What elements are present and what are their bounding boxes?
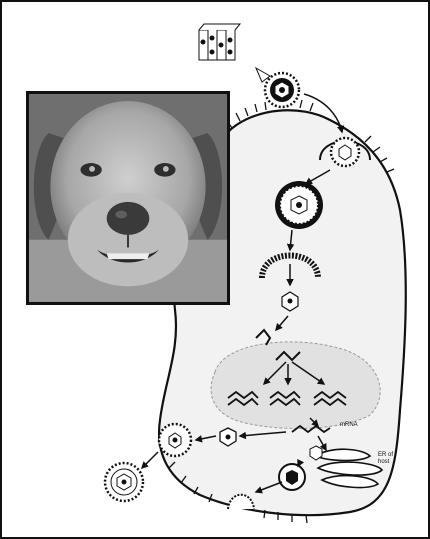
er-label-line1: ER of (378, 452, 393, 459)
endosome (275, 181, 323, 229)
virus-crystal-icon (199, 24, 240, 60)
er-label-line2: host (378, 459, 389, 466)
host-nucleus (211, 342, 380, 429)
dog-photo-icon (29, 94, 227, 302)
budding-virion (159, 424, 191, 456)
dog-photo (26, 91, 230, 305)
mrna-label: mRNA (340, 422, 358, 429)
released-virion (105, 463, 143, 501)
virion-attachment (256, 68, 299, 107)
